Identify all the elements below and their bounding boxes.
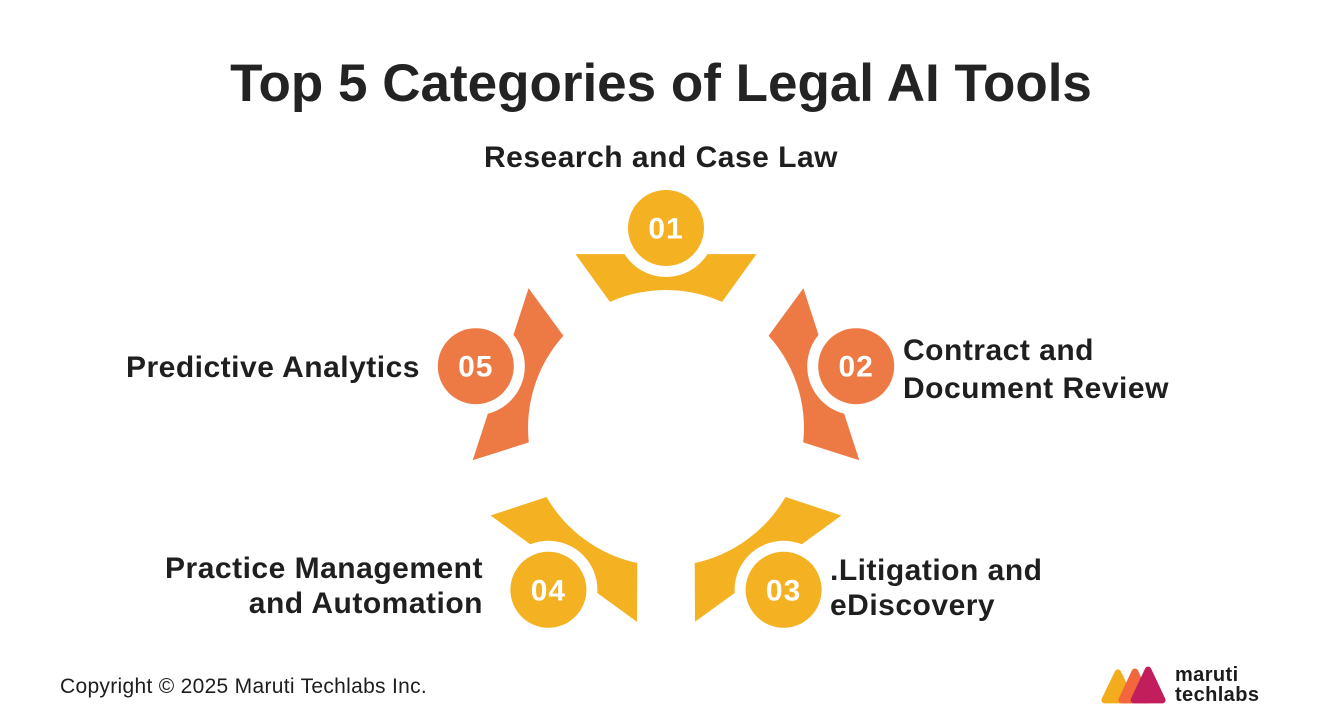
label-line: Document Review: [903, 372, 1169, 405]
logo-line1: maruti: [1175, 664, 1239, 686]
label-line: Predictive Analytics: [125, 351, 420, 384]
step-circle-04: [510, 551, 587, 628]
label-contract-and-document-review: Contract and Document Review: [903, 332, 1169, 408]
step-number-05: 05: [458, 351, 493, 384]
label-line: Practice Management: [165, 552, 483, 585]
label-line: eDiscovery: [830, 589, 996, 622]
logo-triangles-icon: [1101, 666, 1166, 704]
logo-triangle-magenta: [1130, 666, 1166, 704]
page-title: Top 5 Categories of Legal AI Tools: [230, 54, 1092, 113]
logo-line2: techlabs: [1175, 684, 1260, 706]
label-practice-management-and-automation: Practice Management and Automation: [165, 551, 483, 621]
step-circle-02: [818, 328, 895, 405]
step-circle-01: [628, 190, 704, 266]
label-research-and-case-law: Research and Case Law: [0, 140, 1322, 176]
step-circle-05: [437, 328, 514, 405]
label-line: and Automation: [248, 587, 483, 620]
step-number-04: 04: [531, 574, 566, 607]
step-number-02: 02: [839, 351, 874, 384]
step-circle-03: [745, 551, 822, 628]
logo-wordmark: maruti techlabs: [1175, 665, 1259, 705]
step-number-01: 01: [648, 213, 683, 246]
copyright-text: Copyright © 2025 Maruti Techlabs Inc.: [60, 675, 428, 698]
label-predictive-analytics: Predictive Analytics: [126, 350, 420, 386]
step-number-03: 03: [766, 574, 801, 607]
label-litigation-and-ediscovery: .Litigation and eDiscovery: [830, 553, 1042, 623]
maruti-techlabs-logo: maruti techlabs: [1100, 663, 1259, 707]
label-line: .Litigation and: [830, 554, 1043, 587]
label-line: Research and Case Law: [484, 141, 838, 174]
label-line: Contract and: [903, 334, 1095, 367]
segment-01: [575, 254, 757, 302]
